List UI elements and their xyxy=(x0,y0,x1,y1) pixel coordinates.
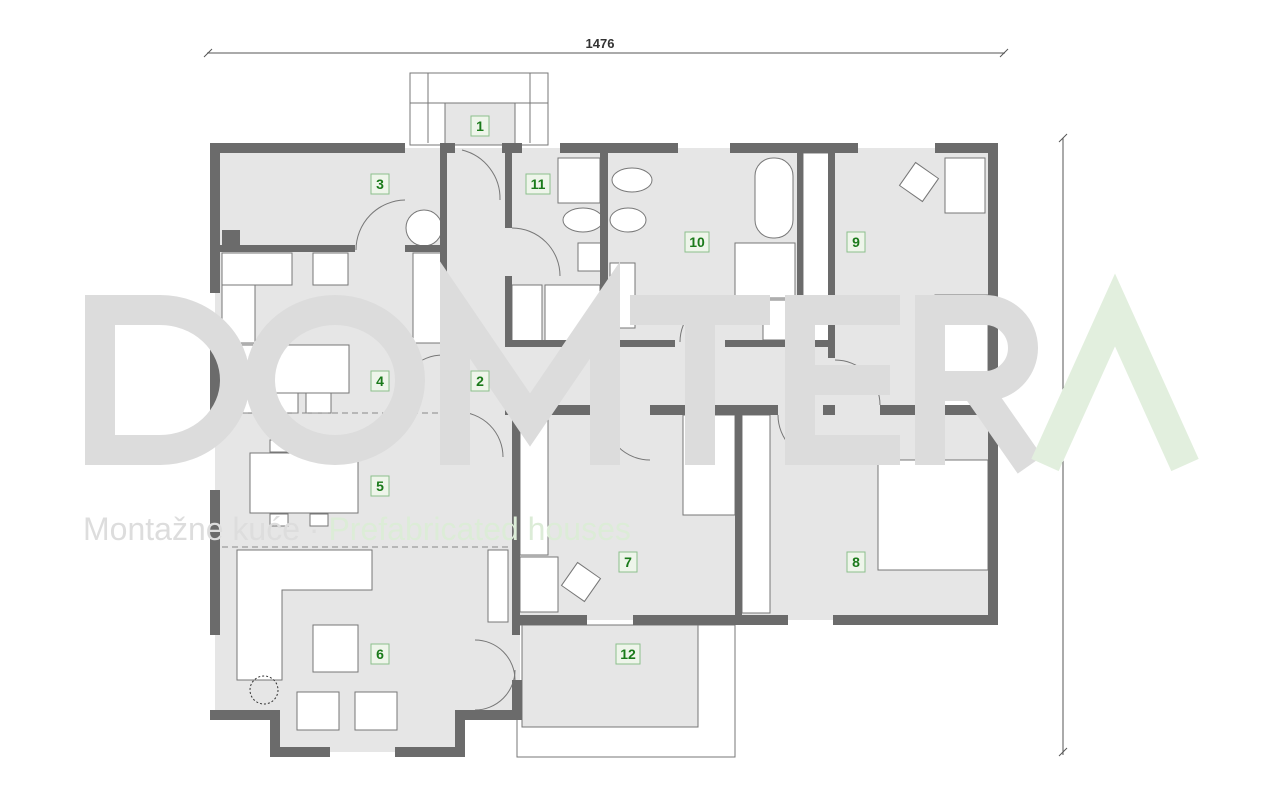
room-label-11: 11 xyxy=(525,173,551,195)
room-label-10: 10 xyxy=(684,231,710,253)
room-label-7: 7 xyxy=(618,551,638,573)
fridge-counter xyxy=(412,252,444,344)
room-number: 7 xyxy=(624,554,632,570)
room-label-box xyxy=(525,173,551,195)
room-label-4: 4 xyxy=(370,370,390,392)
room-number: 9 xyxy=(852,234,860,250)
room-number: 5 xyxy=(376,478,384,494)
room-number: 8 xyxy=(852,554,860,570)
room-label-box xyxy=(846,551,866,573)
room-label-12: 12 xyxy=(615,643,641,665)
room-number: 2 xyxy=(476,373,484,389)
room-label-box xyxy=(370,643,390,665)
room-label-box xyxy=(370,173,390,195)
room-label-box xyxy=(684,231,710,253)
room-label-box xyxy=(615,643,641,665)
tv-unit xyxy=(487,549,509,623)
wardrobe-8 xyxy=(741,414,771,614)
width-dimension-label: 1476 xyxy=(586,36,615,51)
room-label-box xyxy=(370,475,390,497)
room-label-box xyxy=(618,551,638,573)
double-bed xyxy=(877,459,989,571)
plant xyxy=(249,675,279,705)
room-number: 10 xyxy=(689,234,705,250)
sofa xyxy=(236,549,373,681)
boiler xyxy=(405,209,443,247)
watermark-logo xyxy=(85,261,1199,474)
room-label-6: 6 xyxy=(370,643,390,665)
room-label-1: 1 xyxy=(470,115,490,137)
room-number: 11 xyxy=(531,176,546,192)
room-number: 3 xyxy=(376,176,384,192)
stove xyxy=(312,252,349,286)
room-number: 1 xyxy=(476,118,484,134)
room-label-box xyxy=(370,370,390,392)
width-dimension: 1476 xyxy=(203,36,1009,58)
room-number: 12 xyxy=(620,646,636,662)
furniture xyxy=(221,149,989,731)
room-number: 6 xyxy=(376,646,384,662)
washbasin xyxy=(734,242,796,299)
room-label-3: 3 xyxy=(370,173,390,195)
room-label-5: 5 xyxy=(370,475,390,497)
room-label-9: 9 xyxy=(846,231,866,253)
kitchen-counter xyxy=(221,252,293,286)
watermark-tagline: Montažne kuće · Prefabricated houses xyxy=(83,511,631,547)
room-label-box xyxy=(470,115,490,137)
room-label-box xyxy=(846,231,866,253)
room-number: 4 xyxy=(376,373,384,389)
entrance-porch xyxy=(409,72,549,146)
room-label-2: 2 xyxy=(470,370,490,392)
room-label-box xyxy=(470,370,490,392)
bathtub xyxy=(754,157,794,239)
coffee-table xyxy=(312,624,359,673)
room-label-8: 8 xyxy=(846,551,866,573)
